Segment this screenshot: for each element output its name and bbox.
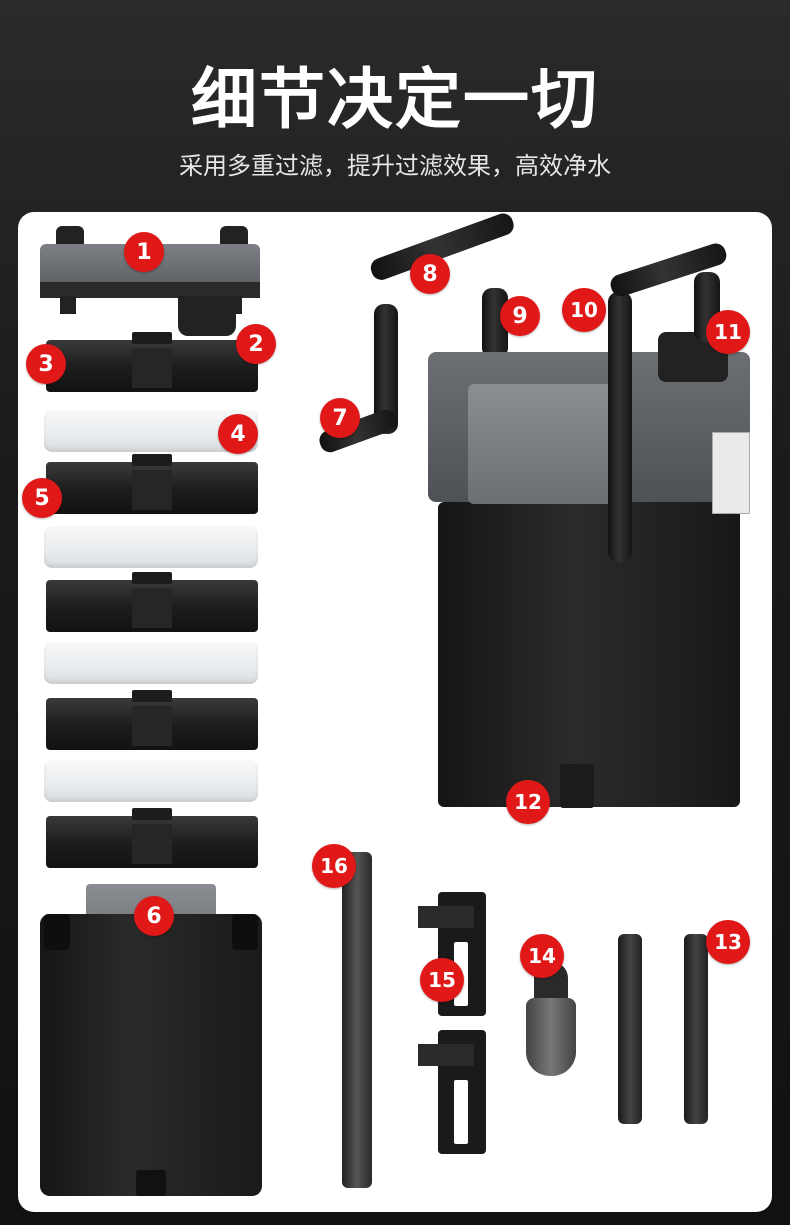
badge-2: 2 [236, 324, 276, 364]
badge-9: 9 [500, 296, 540, 336]
badge-4: 4 [218, 414, 258, 454]
badge-10: 10 [562, 288, 606, 332]
parts-panel: 1 2 3 4 5 6 7 8 9 10 [18, 212, 772, 1212]
filter-sponge [44, 642, 258, 684]
extension-pipe [618, 934, 642, 1124]
badge-7: 7 [320, 398, 360, 438]
filter-tray [46, 572, 258, 632]
filter-sponge [44, 526, 258, 568]
badge-14: 14 [520, 934, 564, 978]
filter-tray [46, 808, 258, 868]
strainer [526, 962, 576, 1078]
intake-pipe [342, 852, 372, 1188]
filter-tray [46, 690, 258, 750]
badge-5: 5 [22, 478, 62, 518]
pump-lid [40, 226, 260, 336]
assembled-filter [308, 212, 750, 812]
filter-tray [46, 332, 258, 392]
badge-6: 6 [134, 896, 174, 936]
filter-sponge [44, 760, 258, 802]
filter-tray [46, 454, 258, 514]
mount-bracket [418, 1030, 492, 1154]
badge-8: 8 [410, 254, 450, 294]
page-subtitle: 采用多重过滤，提升过滤效果，高效净水 [179, 152, 611, 180]
extension-pipe [684, 934, 708, 1124]
badge-15: 15 [420, 958, 464, 1002]
badge-12: 12 [506, 780, 550, 824]
badge-1: 1 [124, 232, 164, 272]
badge-13: 13 [706, 920, 750, 964]
badge-11: 11 [706, 310, 750, 354]
badge-3: 3 [26, 344, 66, 384]
filter-box [40, 880, 262, 1196]
page-title: 细节决定一切 [191, 61, 599, 138]
badge-16: 16 [312, 844, 356, 888]
